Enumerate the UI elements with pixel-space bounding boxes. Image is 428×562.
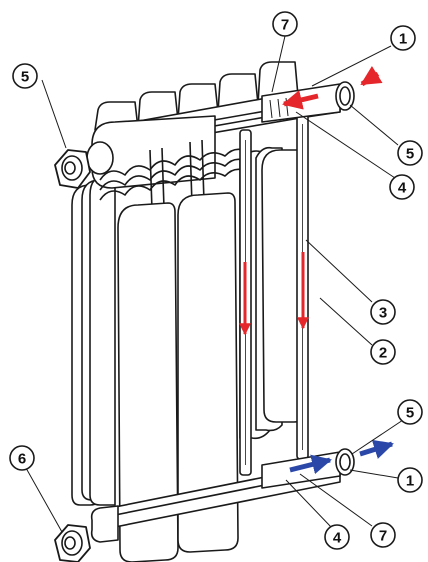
arrow-right-icon bbox=[360, 65, 383, 87]
callout-4-top: 4 bbox=[398, 180, 407, 197]
bottom-left-pipe-stub bbox=[90, 505, 119, 543]
leader-lines bbox=[25, 35, 404, 533]
callout-circles bbox=[9, 11, 423, 550]
bottom-left-plug bbox=[54, 524, 91, 562]
front-header-block bbox=[91, 115, 216, 189]
callout-5-bottom-right: 5 bbox=[406, 405, 414, 422]
wavy-fin-stack bbox=[99, 139, 249, 211]
arrow-right-icon bbox=[289, 454, 332, 475]
arrow-right-icon bbox=[282, 90, 319, 110]
callout-6: 6 bbox=[18, 451, 26, 468]
callout-5-top-left: 5 bbox=[21, 69, 29, 86]
callout-3: 3 bbox=[379, 305, 387, 322]
front-sections bbox=[117, 149, 307, 562]
callout-4-bottom: 4 bbox=[333, 530, 342, 547]
callout-1-top: 1 bbox=[399, 31, 407, 48]
callout-7-top: 7 bbox=[281, 17, 289, 34]
flow-arrows bbox=[239, 65, 394, 475]
callout-1-bottom: 1 bbox=[406, 473, 414, 490]
arrow-right-icon bbox=[359, 439, 394, 459]
top-left-plug bbox=[54, 141, 114, 189]
callout-5-top-right: 5 bbox=[406, 146, 414, 163]
callout-7-bottom: 7 bbox=[379, 528, 387, 545]
callout-2: 2 bbox=[379, 345, 387, 362]
